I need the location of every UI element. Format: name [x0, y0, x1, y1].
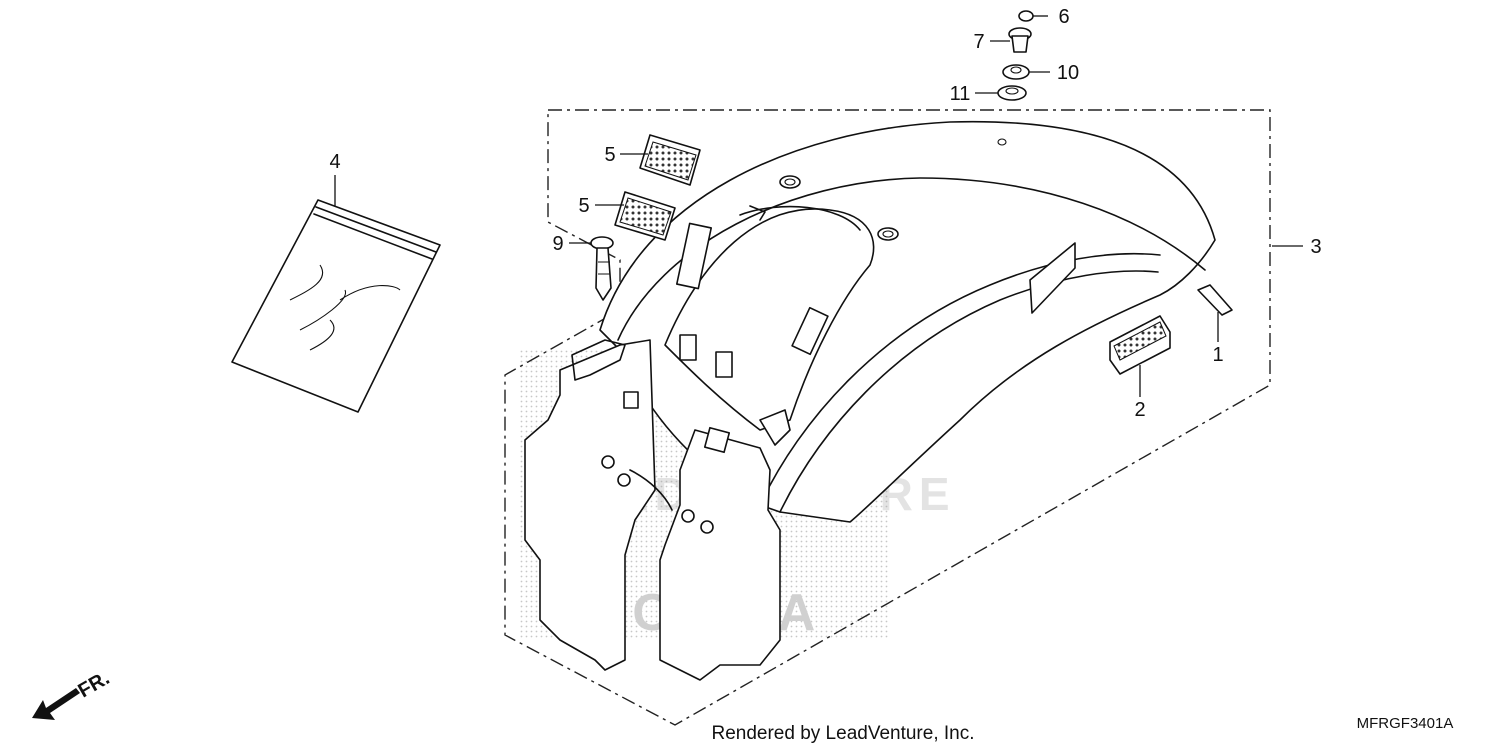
leader-lines	[334, 15, 1303, 397]
callouts: 1 2 3 4 5 5 6 7 9 10 11	[329, 6, 1321, 421]
part-11-washer	[997, 85, 1027, 101]
callout-11: 11	[950, 83, 971, 105]
callout-1: 1	[1212, 344, 1223, 366]
callout-3: 3	[1310, 236, 1321, 258]
right-mud-flap	[629, 409, 791, 681]
part-6-nut	[1018, 10, 1034, 22]
callout-4: 4	[329, 151, 340, 173]
part-7-screw	[1008, 27, 1032, 53]
callout-7: 7	[973, 31, 984, 53]
callout-5-upper: 5	[604, 144, 615, 166]
rear-fender	[599, 120, 1216, 523]
callout-10: 10	[1057, 62, 1079, 84]
front-arrow-icon	[32, 688, 80, 720]
callout-9: 9	[552, 233, 563, 255]
front-label: FR.	[75, 667, 114, 702]
part-10-grommet	[1002, 64, 1030, 80]
part-1-reflector-tab	[1197, 284, 1233, 316]
callout-2: 2	[1134, 399, 1145, 421]
callout-5-lower: 5	[578, 195, 589, 217]
callout-6: 6	[1058, 6, 1069, 28]
part-5-grille-lower	[614, 191, 676, 241]
part-2-reflector	[1109, 315, 1171, 375]
front-direction-indicator: FR.	[32, 667, 113, 720]
left-mud-flap	[524, 339, 656, 671]
part-4-bag	[231, 199, 441, 413]
part-5-grille-upper	[639, 134, 701, 186]
part-9-clip	[590, 236, 614, 301]
diagram-code: MFRGF3401A	[1357, 715, 1454, 732]
rendered-by-credit: Rendered by LeadVenture, Inc.	[711, 723, 974, 744]
assembly-group-boundary	[504, 109, 1271, 726]
